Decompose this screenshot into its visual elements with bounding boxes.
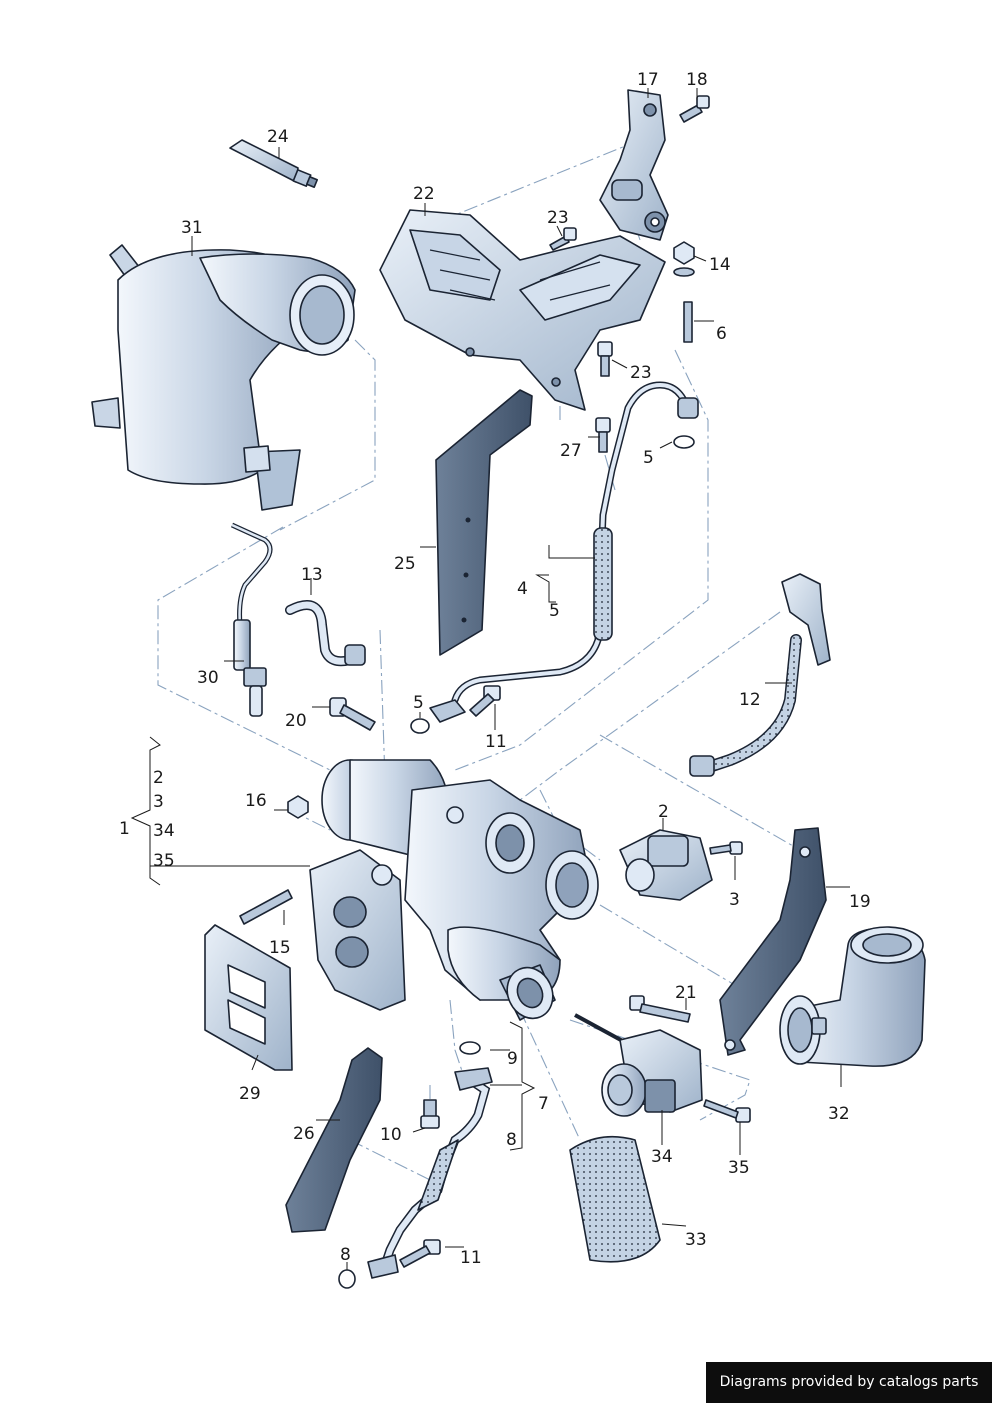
part-15-stud: [239, 889, 293, 925]
label-3-group: 3: [153, 792, 164, 812]
part-16-nut: [287, 795, 309, 819]
label-14: 14: [709, 255, 731, 275]
label-5-line: 5: [549, 601, 560, 621]
label-25: 25: [394, 554, 416, 574]
part-1-turbocharger: [309, 759, 599, 1021]
part-17-bracket: [599, 89, 669, 241]
label-3: 3: [729, 890, 740, 910]
label-8: 8: [340, 1245, 351, 1265]
part-20-bolt: [329, 697, 376, 731]
label-13: 13: [301, 565, 323, 585]
label-23-upper: 23: [547, 208, 569, 228]
part-6-stud: [683, 301, 693, 343]
label-23-lower: 23: [630, 363, 652, 383]
label-33: 33: [685, 1230, 707, 1250]
part-31-catalytic-converter: [91, 244, 356, 511]
label-4: 4: [517, 579, 528, 599]
part-26-heat-shield-lower: [285, 1047, 383, 1233]
part-22-heat-shield: [379, 209, 666, 411]
part-19-bracket: [719, 827, 827, 1056]
part-24-sealant-tube: [229, 139, 319, 189]
label-26: 26: [293, 1124, 315, 1144]
part-21-bolt: [629, 995, 691, 1023]
part-3-bolt: [709, 841, 743, 855]
part-32-elbow-connector: [779, 926, 926, 1067]
label-21: 21: [675, 983, 697, 1003]
label-5-upper: 5: [643, 448, 654, 468]
part-30-lambda-probe: [230, 522, 273, 717]
label-20: 20: [285, 711, 307, 731]
label-12: 12: [739, 690, 761, 710]
part-18-bolt: [679, 95, 710, 123]
label-34: 34: [651, 1147, 673, 1167]
label-11-upper: 11: [485, 732, 507, 752]
label-17: 17: [637, 70, 659, 90]
part-25-heat-shield-plate: [435, 389, 533, 656]
label-30: 30: [197, 668, 219, 688]
part-13-pipe: [285, 600, 366, 667]
label-35: 35: [728, 1158, 750, 1178]
label-18: 18: [686, 70, 708, 90]
part-34-boost-actuator: [574, 1013, 703, 1117]
credit-banner: Diagrams provided by catalogs parts: [706, 1362, 992, 1403]
part-27-bolt: [595, 417, 611, 453]
seal-rings: [338, 435, 695, 1289]
label-27: 27: [560, 441, 582, 461]
part-11-bolt-lower: [399, 1239, 441, 1268]
part-33-hose: [569, 1135, 661, 1263]
label-22: 22: [413, 184, 435, 204]
label-16: 16: [245, 791, 267, 811]
label-35-group: 35: [153, 851, 175, 871]
label-6: 6: [716, 324, 727, 344]
label-29: 29: [239, 1084, 261, 1104]
label-2-group: 2: [153, 768, 164, 788]
part-4-oil-supply-line: [429, 381, 699, 723]
part-7-oil-return-line: [367, 1067, 493, 1279]
leader-lines: [130, 88, 850, 1270]
label-2: 2: [658, 802, 669, 822]
label-9: 9: [507, 1049, 518, 1069]
part-29-gasket: [204, 924, 293, 1071]
part-2-actuator-valve: [619, 829, 713, 901]
label-24: 24: [267, 127, 289, 147]
part-10-bolt: [420, 1099, 440, 1129]
label-8-line: 8: [506, 1130, 517, 1150]
label-19: 19: [849, 892, 871, 912]
part-14-nut: [673, 241, 695, 277]
part-23-bolt-upper: [549, 227, 577, 251]
label-10: 10: [380, 1125, 402, 1145]
label-11-lower: 11: [460, 1248, 482, 1268]
part-23-bolt-lower: [597, 341, 613, 377]
label-31: 31: [181, 218, 203, 238]
fasteners: [239, 95, 751, 1268]
label-34-group: 34: [153, 821, 175, 841]
label-1: 1: [119, 819, 130, 839]
label-32: 32: [828, 1104, 850, 1124]
part-11-bolt-upper: [469, 685, 501, 717]
part-35-bolt: [703, 1099, 751, 1123]
callout-labels: 1 2 3 34 35 2 3 4 5 5 5 6 7 8 8 9 10 11 …: [119, 70, 871, 1268]
label-7: 7: [538, 1094, 549, 1114]
label-5-lower: 5: [413, 693, 424, 713]
part-12-coolant-hose: [689, 573, 831, 777]
label-15: 15: [269, 938, 291, 958]
